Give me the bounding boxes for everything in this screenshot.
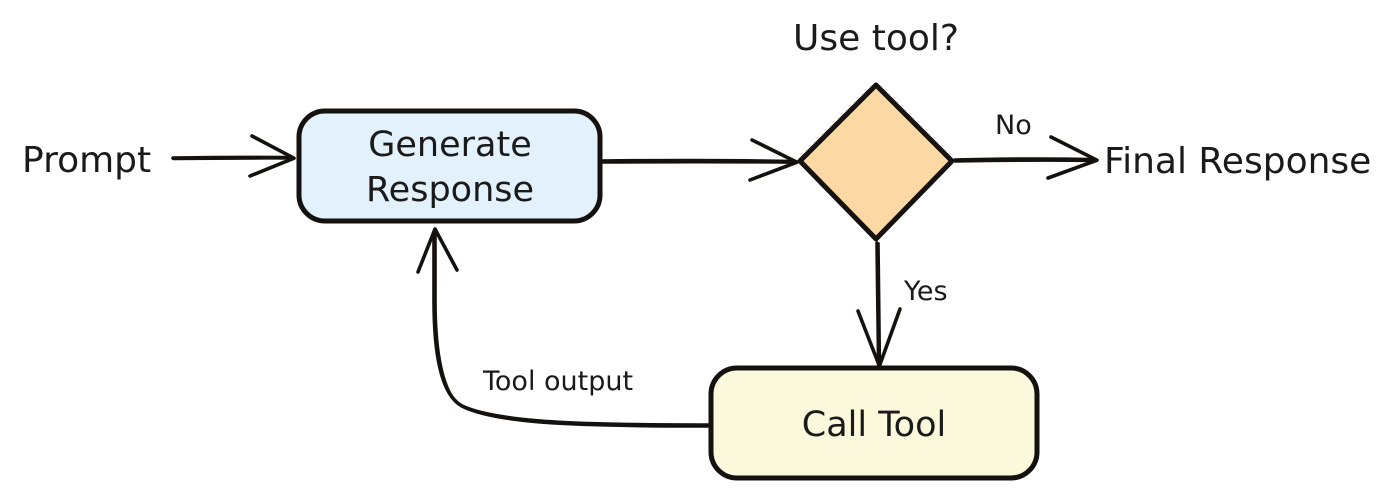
- edge-decision-to-calltool: [856, 241, 902, 368]
- node-call-tool[interactable]: Call Tool: [708, 365, 1040, 481]
- node-use-tool-decision[interactable]: [797, 82, 955, 242]
- call-tool-label: Call Tool: [802, 405, 946, 445]
- edge-label-no: No: [995, 110, 1032, 141]
- call-tool-box[interactable]: [708, 365, 1040, 481]
- edge-calltool-to-generate: [416, 227, 712, 428]
- generate-response-box[interactable]: [296, 108, 603, 224]
- edge-generate-to-decision: [600, 138, 799, 182]
- final-response-label: Final Response: [1104, 141, 1371, 182]
- edge-label-yes: Yes: [903, 276, 948, 307]
- generate-response-label-line1: Generate: [368, 125, 531, 165]
- generate-response-label-line2: Response: [366, 170, 534, 210]
- use-tool-question-label: Use tool?: [793, 18, 959, 59]
- edge-prompt-to-generate: [171, 134, 296, 178]
- edge-decision-to-final: [953, 135, 1099, 180]
- node-generate-response[interactable]: Generate Response: [296, 108, 603, 224]
- use-tool-diamond[interactable]: [797, 82, 955, 242]
- prompt-label: Prompt: [22, 140, 151, 181]
- edge-label-tool-output: Tool output: [482, 366, 633, 397]
